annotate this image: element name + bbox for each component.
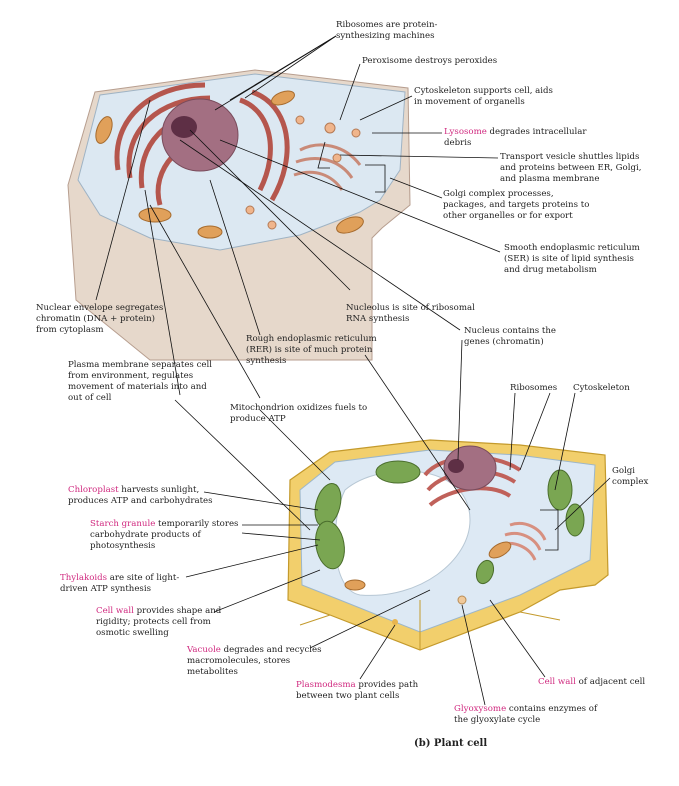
plant-cell <box>287 439 609 651</box>
animal-cytoplasm <box>77 73 406 251</box>
label-rer: Rough endoplasmic reticulum (RER) is sit… <box>246 334 377 366</box>
label-nucleolus: Nucleolus is site of ribosomal RNA synth… <box>346 303 475 324</box>
thylakoids-name: Thylakoids <box>60 573 108 583</box>
label-cell-wall-adjacent: Cell wall of adjacent cell <box>538 677 645 688</box>
glyoxysome-desc: contains enzymes of the glyoxylate cycle <box>454 704 598 725</box>
label-cytoskeleton-plant: Cytoskeleton <box>573 383 630 393</box>
label-cell-wall: Cell wall provides shape and rigidity; p… <box>96 606 221 639</box>
label-ribosomes-top: Ribosomes are protein- synthesizing mach… <box>336 20 438 41</box>
plasmodesma-name: Plasmodesma <box>296 680 356 690</box>
label-golgi-top: Golgi complex processes, packages, and t… <box>443 189 590 221</box>
chloroplast-name: Chloroplast <box>68 485 119 495</box>
plant-nucleolus <box>448 459 464 473</box>
smooth-er <box>293 143 362 191</box>
starch-desc: temporarily stores carbohydrate products… <box>90 519 239 551</box>
plasmodesma-desc: provides path between two plant cells <box>296 680 419 701</box>
chloroplast-desc: harvests sunlight, produces ATP and carb… <box>68 485 213 506</box>
chloroplasts <box>314 460 585 585</box>
cellwall-desc: provides shape and rigidity; protects ce… <box>96 606 222 638</box>
thylakoids-desc: are site of light- driven ATP synthesis <box>60 573 180 594</box>
label-chloroplast: Chloroplast harvests sunlight, produces … <box>68 485 213 507</box>
vacuole-desc: degrades and recycles macromolecules, st… <box>187 645 322 677</box>
label-mitochondrion: Mitochondrion oxidizes fuels to produce … <box>230 403 368 424</box>
plant-nucleus <box>443 445 497 491</box>
label-starch-granule: Starch granule temporarily stores carboh… <box>90 519 238 552</box>
label-plasmodesma: Plasmodesma provides path between two pl… <box>296 680 418 702</box>
label-cytoskeleton-top: Cytoskeleton supports cell, aids in move… <box>414 86 553 107</box>
label-plasma-membrane: Plasma membrane separates cell from envi… <box>68 360 212 403</box>
plant-mitochondria <box>344 541 512 591</box>
label-nucleus: Nucleus contains the genes (chromatin) <box>464 326 556 347</box>
plasmodesma <box>392 619 398 625</box>
starch-name: Starch granule <box>90 519 156 529</box>
cellwall-adj-desc: of adjacent cell <box>575 677 646 687</box>
vacuole-name: Vacuole <box>187 645 221 655</box>
lysosome-name: Lysosome <box>444 127 487 137</box>
label-golgi-plant: Golgi complex <box>612 466 649 487</box>
glyoxysome <box>457 595 467 605</box>
label-nuclear-envelope: Nuclear envelope segregates chromatin (D… <box>36 303 164 335</box>
animal-mitochondria <box>95 90 364 239</box>
label-thylakoids: Thylakoids are site of light- driven ATP… <box>60 573 179 595</box>
animal-vesicles <box>245 115 361 230</box>
cellwall-adj-name: Cell wall <box>538 677 576 687</box>
cellwall-name: Cell wall <box>96 606 134 616</box>
nucleus <box>161 98 239 172</box>
label-peroxisome: Peroxisome destroys peroxides <box>362 56 498 66</box>
label-lysosome: Lysosome degrades intracellular debris <box>444 127 587 149</box>
lysosome-desc: degrades intracellular debris <box>444 127 587 148</box>
label-vacuole: Vacuole degrades and recycles macromolec… <box>187 645 322 678</box>
nucleolus <box>171 116 197 138</box>
leader-lines <box>95 35 611 706</box>
glyoxysome-name: Glyoxysome <box>454 704 507 714</box>
label-ribosomes-plant: Ribosomes <box>510 383 558 393</box>
label-transport-vesicle: Transport vesicle shuttles lipids and pr… <box>500 152 642 184</box>
label-glyoxysome: Glyoxysome contains enzymes of the glyox… <box>454 704 597 726</box>
label-ser: Smooth endoplasmic reticulum (SER) is si… <box>504 243 640 275</box>
figure-caption: (b) Plant cell <box>414 738 488 749</box>
